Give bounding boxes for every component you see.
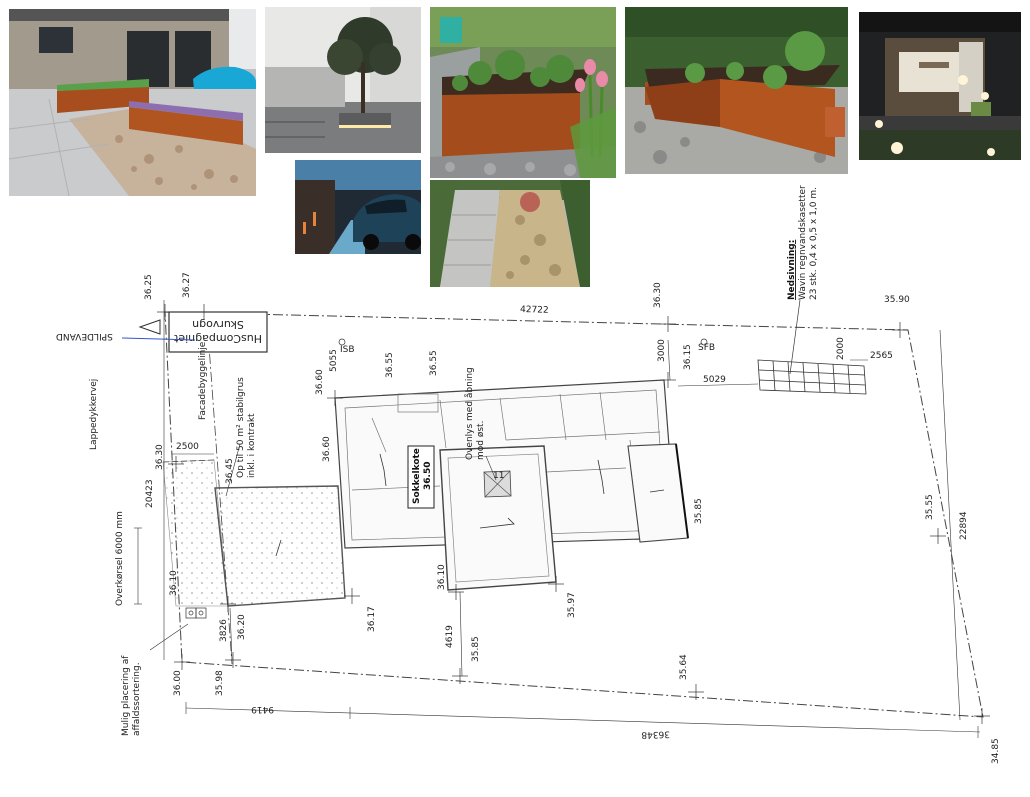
level-3630-a: 36.30 bbox=[653, 282, 663, 308]
skylight-number: 11 bbox=[493, 471, 504, 481]
affald-line1: Mulig placering af bbox=[121, 655, 131, 736]
dim-20423: 20423 bbox=[145, 479, 155, 508]
nedsivning-title: Nedsivning: bbox=[787, 240, 797, 300]
affald-line2: affaldssortering. bbox=[132, 662, 142, 736]
level-3620: 36.20 bbox=[237, 614, 247, 640]
photo-paved-path bbox=[430, 180, 590, 287]
level-3615: 36.15 bbox=[683, 344, 693, 370]
ovenlys-line1: Ovenlys med åbning bbox=[464, 367, 475, 460]
level-3610-b: 36.10 bbox=[437, 564, 447, 590]
stabilgrus-line1: Op til 50 m² stabilgrus bbox=[236, 377, 246, 478]
dim-9419: 9419 bbox=[251, 704, 274, 714]
dim-2000: 2000 bbox=[836, 337, 846, 360]
photo-raised-bed-tulips bbox=[430, 7, 616, 178]
level-3645: 36.45 bbox=[225, 458, 235, 484]
level-3585-a: 35.85 bbox=[694, 498, 704, 524]
stabilgrus-line2: inkl. i kontrakt bbox=[247, 413, 257, 478]
level-3585-b: 35.85 bbox=[471, 636, 481, 662]
dim-2565: 2565 bbox=[870, 351, 893, 361]
central-wing bbox=[439, 445, 557, 591]
level-3610-a: 36.10 bbox=[169, 570, 179, 596]
level-3555: 35.55 bbox=[925, 494, 935, 520]
dim-4619: 4619 bbox=[445, 625, 455, 648]
dim-2500: 2500 bbox=[176, 442, 199, 452]
level-3660-b: 36.60 bbox=[322, 436, 332, 462]
level-3617: 36.17 bbox=[367, 606, 377, 632]
dim-5055: 5055 bbox=[329, 349, 339, 372]
reference-photos bbox=[0, 0, 1030, 290]
level-3655-a: 36.55 bbox=[385, 352, 395, 378]
facadebyggelinje-label: Facadebyggelinje bbox=[198, 341, 208, 420]
dim-36348: 36348 bbox=[641, 728, 670, 739]
sfb-label: SFB bbox=[698, 343, 715, 353]
company-sign-line2: Skurvogn bbox=[192, 318, 244, 331]
level-3597: 35.97 bbox=[567, 592, 577, 618]
level-3655-b: 36.55 bbox=[429, 350, 439, 376]
level-3564: 35.64 bbox=[679, 654, 689, 680]
photo-driveway-planters bbox=[9, 9, 256, 196]
ovenlys-line2: mod øst. bbox=[476, 421, 486, 460]
sokkelkote-title: Sokkelkote bbox=[412, 448, 422, 504]
dim-3826: 3826 bbox=[219, 619, 229, 642]
dim-5029: 5029 bbox=[703, 375, 726, 385]
level-3598: 35.98 bbox=[215, 670, 225, 696]
sokkelkote-box: Sokkelkote 36.50 bbox=[407, 445, 435, 509]
wastewater-leader bbox=[121, 337, 196, 341]
dim-3000: 3000 bbox=[657, 339, 667, 362]
dim-42722: 42722 bbox=[520, 305, 549, 316]
overkorsel-label: Overkørsel 6000 mm bbox=[115, 511, 125, 606]
stair-arrows bbox=[379, 453, 665, 529]
level-3625: 36.25 bbox=[144, 274, 154, 300]
level-3627: 36.27 bbox=[182, 272, 192, 298]
ground-markers bbox=[185, 338, 708, 619]
dim-22894: 22894 bbox=[959, 511, 969, 540]
wastewater-marker bbox=[138, 319, 161, 335]
photo-night-terrace bbox=[859, 12, 1021, 160]
nedsivning-line1: Wavin regnvandskasetter bbox=[798, 185, 808, 300]
company-sign-line1: HusCompagniet bbox=[173, 332, 262, 345]
isb-label: ISB bbox=[340, 345, 355, 355]
level-3485: 34.85 bbox=[991, 738, 1001, 764]
level-3660-a: 36.60 bbox=[315, 369, 325, 395]
level-3630-b: 36.30 bbox=[155, 444, 165, 470]
sokkelkote-value: 36.50 bbox=[423, 462, 433, 490]
level-3600: 36.00 bbox=[173, 670, 183, 696]
nedsivning-line2: 23 stk. 0,4 x 0,5 x 1,0 m. bbox=[809, 187, 819, 300]
lappedykkervej-label: Lappedykkervej bbox=[89, 379, 99, 450]
photo-car-night bbox=[295, 160, 421, 254]
photo-corten-bed bbox=[625, 7, 848, 174]
gravel-terrace bbox=[214, 485, 346, 607]
rainwater-cassettes bbox=[757, 359, 867, 395]
level-3590: 35.90 bbox=[884, 295, 910, 305]
photo-tree-planter bbox=[265, 7, 421, 153]
dimension-lines bbox=[163, 300, 981, 738]
company-sign: HusCompagniet Skurvogn bbox=[168, 311, 268, 353]
level-crosses bbox=[157, 304, 990, 724]
spildevand-label: SPILDEVAND bbox=[56, 331, 113, 341]
